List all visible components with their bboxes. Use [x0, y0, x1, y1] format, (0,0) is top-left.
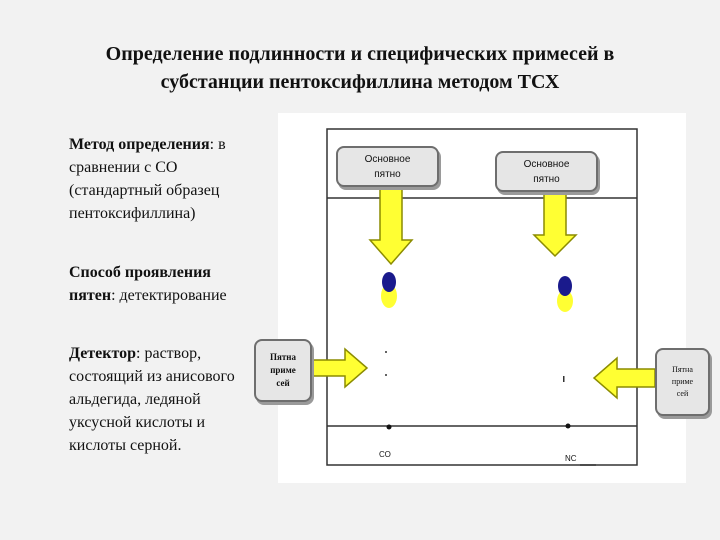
visualization-paragraph: Способ проявления пятен: детектирование — [69, 261, 227, 307]
callout-main-spot-left-line-2: пятно — [374, 168, 401, 180]
callout-impurity-right-line-2: приме — [671, 377, 694, 386]
callout-impurity-left: Пятна приме сей — [254, 339, 312, 402]
method-text-3: (стандартный образец — [69, 182, 220, 199]
callout-main-spot-right-line-1: Основное — [523, 158, 570, 170]
callout-impurity-left-line-2: приме — [270, 365, 296, 375]
title-line-2: субстанции пентоксифиллина методом ТСХ — [160, 71, 560, 93]
lane-label-right: ИС — [565, 453, 577, 462]
impurity-spot-left-1 — [385, 351, 387, 353]
application-point-left — [386, 424, 392, 430]
callout-main-spot-left-line-1: Основное — [364, 153, 411, 165]
arrow-right-impurity — [311, 347, 369, 389]
callout-impurity-left-line-1: Пятна — [270, 352, 296, 362]
method-paragraph: Метод определения: в сравнении с СО (ста… — [69, 133, 226, 225]
visualization-label-1: Способ проявления — [69, 264, 211, 281]
callout-impurity-right-line-3: сей — [676, 389, 689, 398]
impurity-spot-right — [563, 376, 565, 382]
detector-text-2: состоящий из анисового — [69, 368, 235, 385]
detector-text-4: уксусной кислоты и — [69, 414, 206, 431]
main-spot-right-upper — [558, 276, 572, 296]
arrow-down-right — [532, 190, 578, 258]
callout-main-spot-right-line-2: пятно — [533, 173, 560, 185]
arrow-left-impurity — [592, 356, 656, 400]
method-label: Метод определения — [69, 136, 210, 153]
callout-main-spot-right: Основное пятно — [495, 151, 598, 192]
main-spot-right-lower — [557, 290, 573, 312]
method-text-4: пентоксифиллина) — [69, 205, 196, 222]
visualization-label-2: пятен — [69, 287, 112, 304]
callout-main-spot-left: Основное пятно — [336, 146, 439, 187]
main-spot-left — [381, 272, 397, 308]
visualization-text: : детектирование — [111, 287, 227, 304]
detector-text-3: альдегида, ледяной — [69, 391, 201, 408]
arrow-down-left — [368, 186, 414, 266]
main-spot-right — [557, 276, 573, 312]
lane-label-left: СО — [379, 449, 391, 458]
detector-paragraph: Детектор: раствор, состоящий из анисовог… — [69, 342, 235, 457]
application-point-right — [565, 423, 571, 429]
method-text-2: сравнении с СО — [69, 159, 178, 176]
detector-text-5: кислоты серной. — [69, 437, 182, 454]
detector-label: Детектор — [69, 345, 137, 362]
callout-impurity-right-line-1: Пятна — [672, 365, 693, 374]
slide-title: Определение подлинности и специфических … — [20, 40, 700, 96]
detector-text-1: : раствор, — [136, 345, 202, 362]
title-line-1: Определение подлинности и специфических … — [105, 43, 615, 65]
method-text-1: : в — [209, 136, 226, 153]
impurity-spot-left-2 — [385, 374, 387, 376]
callout-impurity-left-line-3: сей — [276, 378, 290, 388]
main-spot-left-upper — [382, 272, 396, 292]
callout-impurity-right: Пятна приме сей — [655, 348, 710, 416]
